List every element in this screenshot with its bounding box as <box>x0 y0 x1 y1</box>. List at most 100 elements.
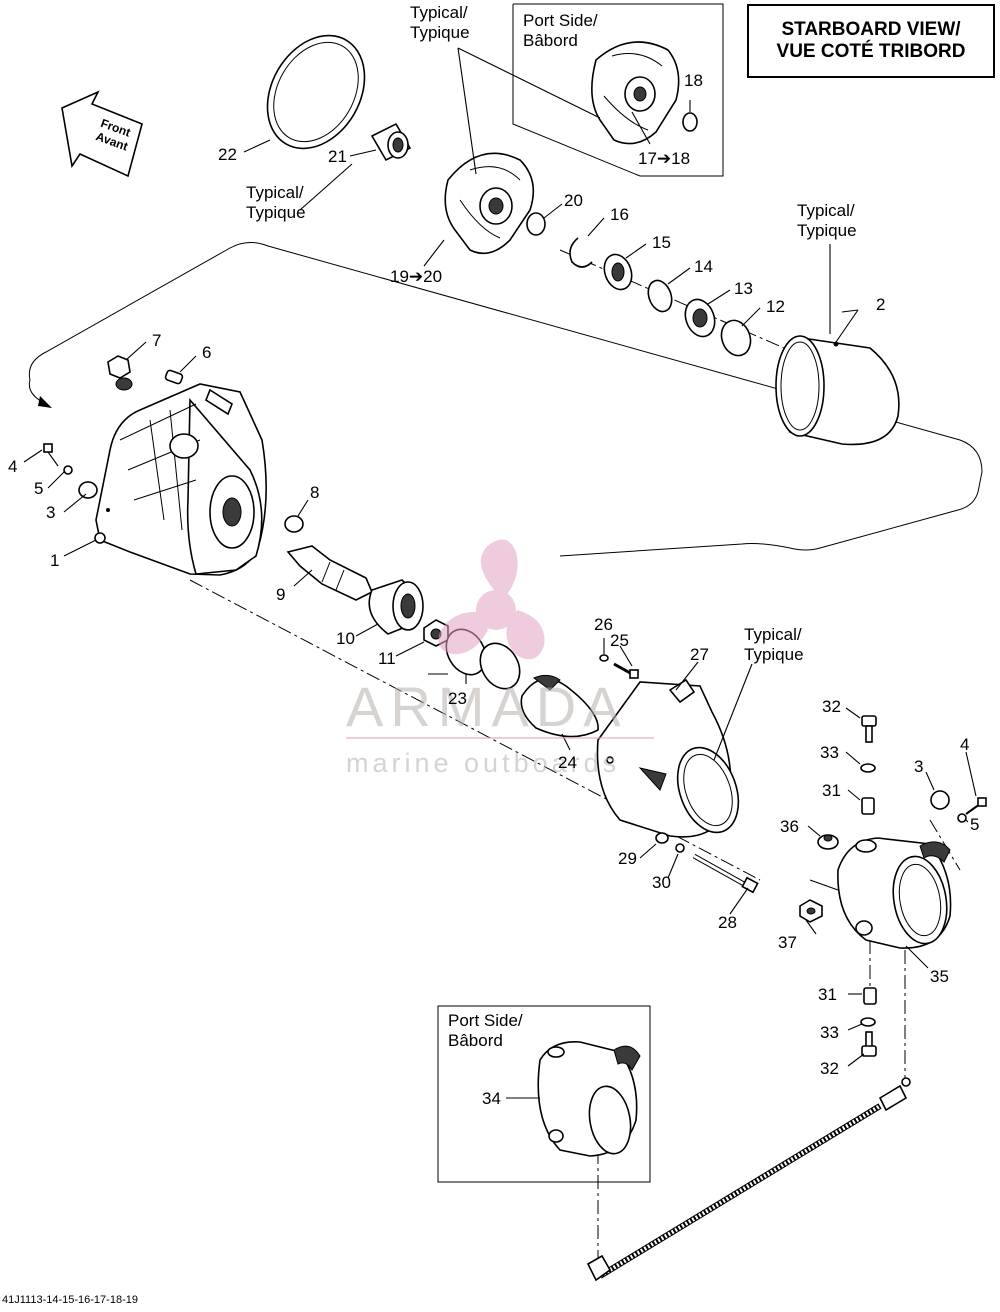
part-31-bushing-bottom <box>863 987 877 1005</box>
callout-35: 35 <box>930 967 949 986</box>
callout-19-20: 19➔20 <box>390 267 442 286</box>
callout-29: 29 <box>618 849 637 868</box>
part-29-washer <box>655 832 669 844</box>
part-21-bushing <box>370 122 412 162</box>
callout-25: 25 <box>610 631 629 650</box>
callout-33-top: 33 <box>820 743 839 762</box>
callout-3-left: 3 <box>46 503 55 522</box>
part-3-grommet-right <box>930 790 950 810</box>
callout-9: 9 <box>276 585 285 604</box>
callout-5-left: 5 <box>34 479 43 498</box>
part-10-bearing <box>368 579 424 635</box>
callout-32-top: 32 <box>822 697 841 716</box>
callout-18: 18 <box>684 71 703 90</box>
callout-32-bottom: 32 <box>820 1059 839 1078</box>
babord-label-bottom: Bâbord <box>448 1031 503 1050</box>
watermark: ARMADA marine outboards <box>346 539 654 778</box>
part-4-screw-left <box>43 443 59 467</box>
watermark-propeller-icon <box>438 539 545 660</box>
typique-label-bushing: Typique <box>246 203 306 222</box>
callout-8: 8 <box>310 483 319 502</box>
callout-26: 26 <box>594 615 613 634</box>
part-28-bolt <box>692 853 759 894</box>
part-34-nozzle-port <box>537 1041 641 1157</box>
part-14-oring <box>647 279 673 313</box>
part-17-impeller <box>591 41 680 145</box>
part-31-bushing-top <box>861 797 875 815</box>
callout-14: 14 <box>694 257 713 276</box>
part-19-impeller <box>444 152 535 255</box>
part-25-screw <box>613 662 639 679</box>
steering-cable <box>586 1077 911 1282</box>
part-23-oring-b <box>479 642 521 690</box>
part-9-shaft <box>286 545 374 601</box>
part-7-plug <box>107 355 133 391</box>
part-6-pin <box>164 369 184 385</box>
centerline-upper <box>559 249 801 356</box>
port-side-box-top <box>512 3 724 177</box>
callout-20: 20 <box>564 191 583 210</box>
port-side-box-bottom <box>437 1005 651 1183</box>
port-side-label-bottom: Port Side/ <box>448 1011 523 1030</box>
typique-label-ring: Typique <box>797 221 857 240</box>
callout-33-bottom: 33 <box>820 1023 839 1042</box>
part-33-washer-top <box>860 763 876 773</box>
callout-30: 30 <box>652 873 671 892</box>
callout-24: 24 <box>558 753 577 772</box>
watermark-tagline: marine outboards <box>346 748 620 778</box>
port-side-label-top: Port Side/ <box>523 11 598 30</box>
part-13-bearing <box>684 298 716 338</box>
callout-17-18: 17➔18 <box>638 149 690 168</box>
callout-22: 22 <box>218 145 237 164</box>
babord-label-top: Bâbord <box>523 31 578 50</box>
typical-label-venturi: Typical/ <box>744 625 802 644</box>
callout-3-right: 3 <box>914 757 923 776</box>
watermark-brand: ARMADA <box>346 675 628 738</box>
part-36-bushing <box>817 834 839 850</box>
callout-34: 34 <box>482 1089 501 1108</box>
callout-10: 10 <box>336 629 355 648</box>
callout-16: 16 <box>610 205 629 224</box>
part-20-ring <box>526 212 546 236</box>
callout-15: 15 <box>652 233 671 252</box>
assembly-outline <box>28 242 983 557</box>
callout-11: 11 <box>378 649 396 668</box>
part-5-washer-left <box>63 465 73 475</box>
typique-label-venturi: Typique <box>744 645 804 664</box>
part-30-washer <box>675 843 685 853</box>
part-8-bushing <box>284 515 304 533</box>
callout-23: 23 <box>448 689 467 708</box>
outline-arrowhead <box>38 396 52 408</box>
part-26-washer <box>599 654 609 662</box>
view-title-line1: STARBOARD VIEW/ <box>781 19 961 40</box>
callout-6: 6 <box>202 343 211 362</box>
callout-28: 28 <box>718 913 737 932</box>
callout-27: 27 <box>690 645 709 664</box>
callout-1: 1 <box>50 551 59 570</box>
typical-label-bushing: Typical/ <box>246 183 304 202</box>
callout-37: 37 <box>778 933 797 952</box>
part-4-screw-right <box>965 797 987 815</box>
part-3-grommet-left <box>78 481 98 499</box>
view-title-line2: VUE COTÉ TRIBORD <box>776 41 966 62</box>
part-15-seal <box>603 253 633 291</box>
part-37-bushing <box>799 899 823 923</box>
callout-5-right: 5 <box>970 815 979 834</box>
typical-label-impeller: Typical/ <box>410 3 468 22</box>
front-arrow <box>61 90 143 178</box>
part-1-pump-housing <box>94 383 267 576</box>
leader-lines <box>23 47 977 1099</box>
part-32-screw-top <box>861 715 877 743</box>
part-32-screw-bottom <box>861 1031 877 1057</box>
callout-12: 12 <box>766 297 785 316</box>
view-title-box: STARBOARD VIEW/ VUE COTÉ TRIBORD <box>747 4 995 78</box>
callout-2: 2 <box>876 295 885 314</box>
part-22-ring <box>266 34 366 150</box>
part-5-washer-right <box>957 813 967 823</box>
callout-4-left: 4 <box>8 457 17 476</box>
callout-36: 36 <box>780 817 799 836</box>
typical-label-ring: Typical/ <box>797 201 855 220</box>
callout-7: 7 <box>152 331 161 350</box>
front-arrow-text: Front Avant <box>94 116 132 154</box>
